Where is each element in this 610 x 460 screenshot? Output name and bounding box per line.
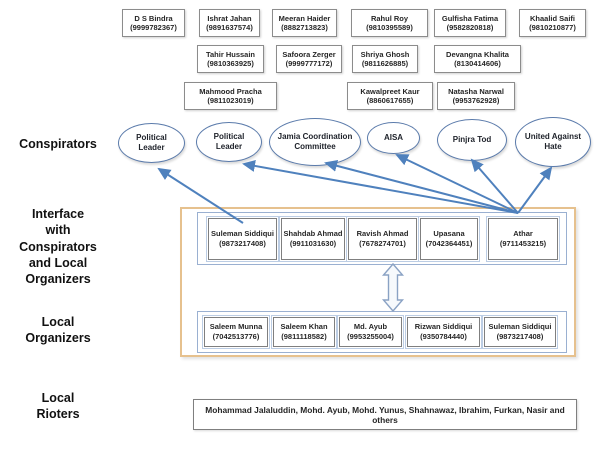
side-label-conspirators: Conspirators	[19, 137, 97, 151]
conspirator-label: Pinjra Tod	[452, 135, 492, 145]
interface-person-box: Suleman Siddiqui (9873217408)	[206, 216, 279, 262]
suspect-name: Meeran Haider	[278, 13, 331, 23]
organizer-person-box: Saleem Munna (7042513776)	[202, 315, 270, 349]
interface-person-box: Upasana (7042364451)	[418, 216, 480, 262]
arrow-athar-to-political-leader-2	[242, 160, 519, 214]
suspect-phone: (9810395589)	[366, 23, 413, 32]
side-label-local-organizers: Local Organizers	[25, 315, 91, 346]
suspect-box: D S Bindra (9999782367)	[122, 9, 185, 37]
person-phone: (9873217408)	[219, 239, 266, 248]
suspect-phone: (9810210877)	[529, 23, 576, 32]
suspect-box: Gulfisha Fatima (9582820818)	[434, 9, 506, 37]
arrow-athar-to-jamia-coordination-committee	[324, 159, 519, 214]
suspect-name: Safoora Zerger	[282, 49, 336, 59]
person-phone: (9953255004)	[347, 332, 394, 341]
person-phone: (9811118582)	[281, 332, 327, 341]
suspect-name: Devangna Khalita	[446, 49, 509, 59]
suspect-box: Rahul Roy (9810395589)	[351, 9, 428, 37]
suspect-box: Safoora Zerger (9999777172)	[276, 45, 342, 73]
suspect-box: Devangna Khalita (8130414606)	[434, 45, 521, 73]
interface-person-box: Ravish Ahmad (7678274701)	[346, 216, 419, 262]
arrow-athar-to-aisa	[395, 154, 519, 214]
conspirator-ellipse: Political Leader	[118, 123, 185, 163]
person-name: Shahdab Ahmad	[283, 229, 343, 239]
conspirator-label: Political Leader	[213, 132, 245, 151]
person-phone: (9911031630)	[289, 239, 337, 248]
organizer-person-box: Suleman Siddiqui (9873217408)	[482, 315, 558, 349]
suspect-name: Kawalpreet Kaur	[360, 86, 420, 96]
suspect-phone: (9810363925)	[207, 59, 254, 68]
person-name: Saleem Munna	[209, 322, 263, 332]
suspect-box: Tahir Hussain (9810363925)	[197, 45, 264, 73]
suspect-name: Natasha Narwal	[448, 86, 504, 96]
person-phone: (7042513776)	[212, 332, 260, 341]
suspect-phone: (9582820818)	[446, 23, 494, 32]
suspect-phone: (9953762928)	[452, 96, 500, 105]
person-phone: (7042364451)	[425, 239, 473, 248]
conspirator-ellipse: Pinjra Tod	[437, 119, 507, 161]
suspect-name: Tahir Hussain	[205, 49, 256, 59]
arrow-athar-to-pinjra-tod	[470, 158, 519, 214]
suspect-phone: (8130414606)	[454, 59, 501, 68]
conspirator-label: AISA	[383, 133, 404, 143]
side-label-local-rioters: Local Rioters	[36, 391, 80, 422]
suspect-box: Meeran Haider (8882713823)	[272, 9, 337, 37]
person-name: Ravish Ahmad	[356, 229, 409, 239]
conspirator-ellipse: Jamia Coordination Committee	[269, 118, 361, 166]
side-label-interface: Interface with Conspirators and Local Or…	[19, 207, 97, 286]
suspect-box: Khaalid Saifi (9810210877)	[519, 9, 586, 37]
suspect-box: Natasha Narwal (9953762928)	[437, 82, 515, 110]
suspect-box: Kawalpreet Kaur (8860617655)	[347, 82, 433, 110]
suspect-phone: (9999777172)	[285, 59, 333, 68]
suspect-name: D S Bindra	[134, 13, 173, 23]
interface-person-box: Shahdab Ahmad (9911031630)	[279, 216, 347, 262]
person-name: Md. Ayub	[353, 322, 388, 332]
suspect-name: Shriya Ghosh	[360, 49, 410, 59]
suspect-name: Gulfisha Fatima	[441, 13, 499, 23]
conspirator-ellipse: AISA	[367, 122, 420, 154]
suspect-name: Mahmood Pracha	[199, 86, 262, 96]
person-name: Upasana	[433, 229, 465, 239]
conspirator-ellipse: Political Leader	[196, 122, 262, 162]
conspirator-label: Jamia Coordination Committee	[277, 132, 353, 151]
suspect-phone: (8882713823)	[281, 23, 328, 32]
conspirator-label: Political Leader	[136, 133, 167, 152]
person-phone: (9711453215)	[499, 239, 547, 248]
suspect-phone: (9811626885)	[361, 59, 409, 68]
person-name: Saleem Khan	[280, 322, 328, 332]
local-rioters-text: Mohammad Jalaluddin, Mohd. Ayub, Mohd. Y…	[205, 404, 565, 425]
suspect-box: Ishrat Jahan (9891637574)	[199, 9, 260, 37]
person-phone: (9873217408)	[496, 332, 544, 341]
suspect-name: Rahul Roy	[370, 13, 409, 23]
suspect-phone: (9999782367)	[130, 23, 177, 32]
person-name: Suleman Siddiqui	[488, 322, 552, 332]
suspect-name: Khaalid Saifi	[529, 13, 575, 23]
suspect-phone: (9891637574)	[206, 23, 253, 32]
local-rioters-box: Mohammad Jalaluddin, Mohd. Ayub, Mohd. Y…	[193, 399, 577, 430]
suspect-box: Mahmood Pracha (9811023019)	[184, 82, 277, 110]
suspect-phone: (9811023019)	[207, 96, 254, 105]
person-phone: (9350784440)	[420, 332, 467, 341]
interface-person-box: Athar (9711453215)	[486, 216, 560, 262]
suspect-name: Ishrat Jahan	[207, 13, 252, 23]
organizer-person-box: Md. Ayub (9953255004)	[337, 315, 404, 349]
person-name: Suleman Siddiqui	[211, 229, 274, 239]
conspirator-ellipse: United Against Hate	[515, 117, 591, 167]
suspect-box: Shriya Ghosh (9811626885)	[352, 45, 418, 73]
person-name: Rizwan Siddiqui	[414, 322, 473, 332]
suspect-phone: (8860617655)	[366, 96, 414, 105]
organizer-person-box: Saleem Khan (9811118582)	[271, 315, 337, 349]
person-phone: (7678274701)	[359, 239, 406, 248]
person-name: Athar	[513, 229, 533, 239]
organizer-person-box: Rizwan Siddiqui (9350784440)	[405, 315, 482, 349]
conspirator-label: United Against Hate	[524, 132, 582, 151]
